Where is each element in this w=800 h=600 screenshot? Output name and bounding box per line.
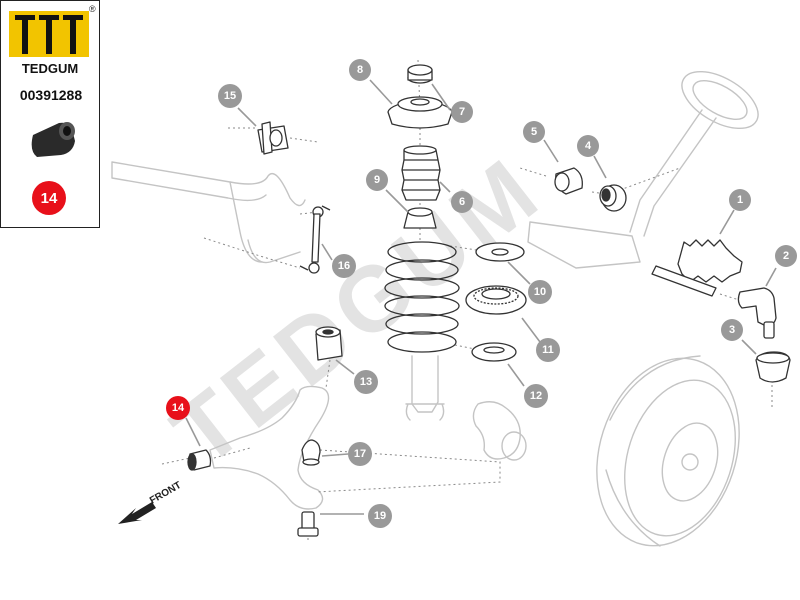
wheel-outline [596, 355, 740, 547]
callout-17: 17 [348, 442, 372, 466]
callout-10: 10 [528, 280, 552, 304]
ball-joint-pin [297, 511, 319, 537]
callout-14-highlighted: 14 [166, 396, 190, 420]
steering-knuckle-outline [472, 401, 521, 460]
panel-part-badge: 14 [32, 181, 66, 215]
strut-body-outline [405, 355, 445, 421]
svg-text:9: 9 [374, 174, 380, 186]
svg-text:2: 2 [783, 250, 789, 262]
strut-top-mount [387, 96, 453, 129]
callout-8: 8 [349, 59, 371, 81]
svg-text:14: 14 [172, 402, 185, 414]
callout-16: 16 [332, 254, 356, 278]
control-arm-rear-bushing [315, 326, 343, 361]
svg-text:6: 6 [459, 196, 465, 208]
svg-text:5: 5 [531, 126, 537, 138]
svg-text:16: 16 [338, 260, 350, 272]
svg-text:13: 13 [360, 376, 372, 388]
front-label: FRONT [148, 480, 183, 507]
rack-mount-bushing-2 [554, 167, 583, 195]
spring-bearing-ring [465, 285, 527, 315]
callout-9: 9 [366, 169, 388, 191]
callout-leaders [185, 79, 777, 515]
coil-spring [384, 241, 460, 353]
spring-seat [475, 242, 525, 262]
strut-protective-bellows [401, 145, 441, 201]
steering-column-outline [527, 109, 717, 269]
callout-13: 13 [354, 370, 378, 394]
callout-1: 1 [729, 189, 751, 211]
stabilizer-bar-outline [111, 161, 306, 264]
svg-text:1: 1 [737, 194, 743, 206]
steering-rack-boot [651, 239, 743, 297]
svg-text:19: 19 [374, 510, 386, 522]
svg-text:10: 10 [534, 286, 546, 298]
svg-text:15: 15 [224, 90, 236, 102]
front-direction-indicator: FRONT [118, 480, 183, 524]
callout-15: 15 [218, 84, 242, 108]
svg-text:17: 17 [354, 448, 366, 460]
strut-mount-bearing [407, 64, 433, 84]
stabilizer-bar-bushing [257, 121, 289, 155]
steering-wheel-outline [681, 70, 759, 130]
svg-text:11: 11 [542, 344, 554, 356]
callout-4: 4 [577, 135, 599, 157]
callout-12: 12 [524, 384, 548, 408]
lower-spring-seat [471, 342, 517, 362]
svg-text:3: 3 [729, 324, 735, 336]
callout-11: 11 [536, 338, 560, 362]
registered-mark: ® [89, 4, 96, 14]
product-info-panel: TEDGUM ® 00391288 14 [0, 0, 100, 228]
rack-mount-bushing [599, 184, 627, 212]
svg-text:7: 7 [459, 106, 465, 118]
tie-rod-end [737, 287, 777, 339]
control-arm-front-bushing [187, 449, 212, 471]
ball-joint-boot [301, 439, 321, 466]
callout-6: 6 [451, 191, 473, 213]
bushing-icon [31, 122, 76, 157]
callout-7: 7 [451, 101, 473, 123]
bump-stop [403, 207, 437, 229]
svg-text:TEDGUM: TEDGUM [22, 61, 78, 76]
svg-text:4: 4 [585, 140, 592, 152]
lower-control-arm-outline [209, 385, 330, 510]
callout-5: 5 [523, 121, 545, 143]
svg-text:12: 12 [530, 390, 542, 402]
callout-2: 2 [775, 245, 797, 267]
article-number: 00391288 [19, 87, 83, 103]
callout-19: 19 [368, 504, 392, 528]
stabilizer-link [299, 205, 331, 274]
svg-text:8: 8 [357, 64, 363, 76]
tedgum-logo: TEDGUM [9, 11, 89, 76]
ball-joint-dust-cover [755, 351, 791, 383]
callout-3: 3 [721, 319, 743, 341]
